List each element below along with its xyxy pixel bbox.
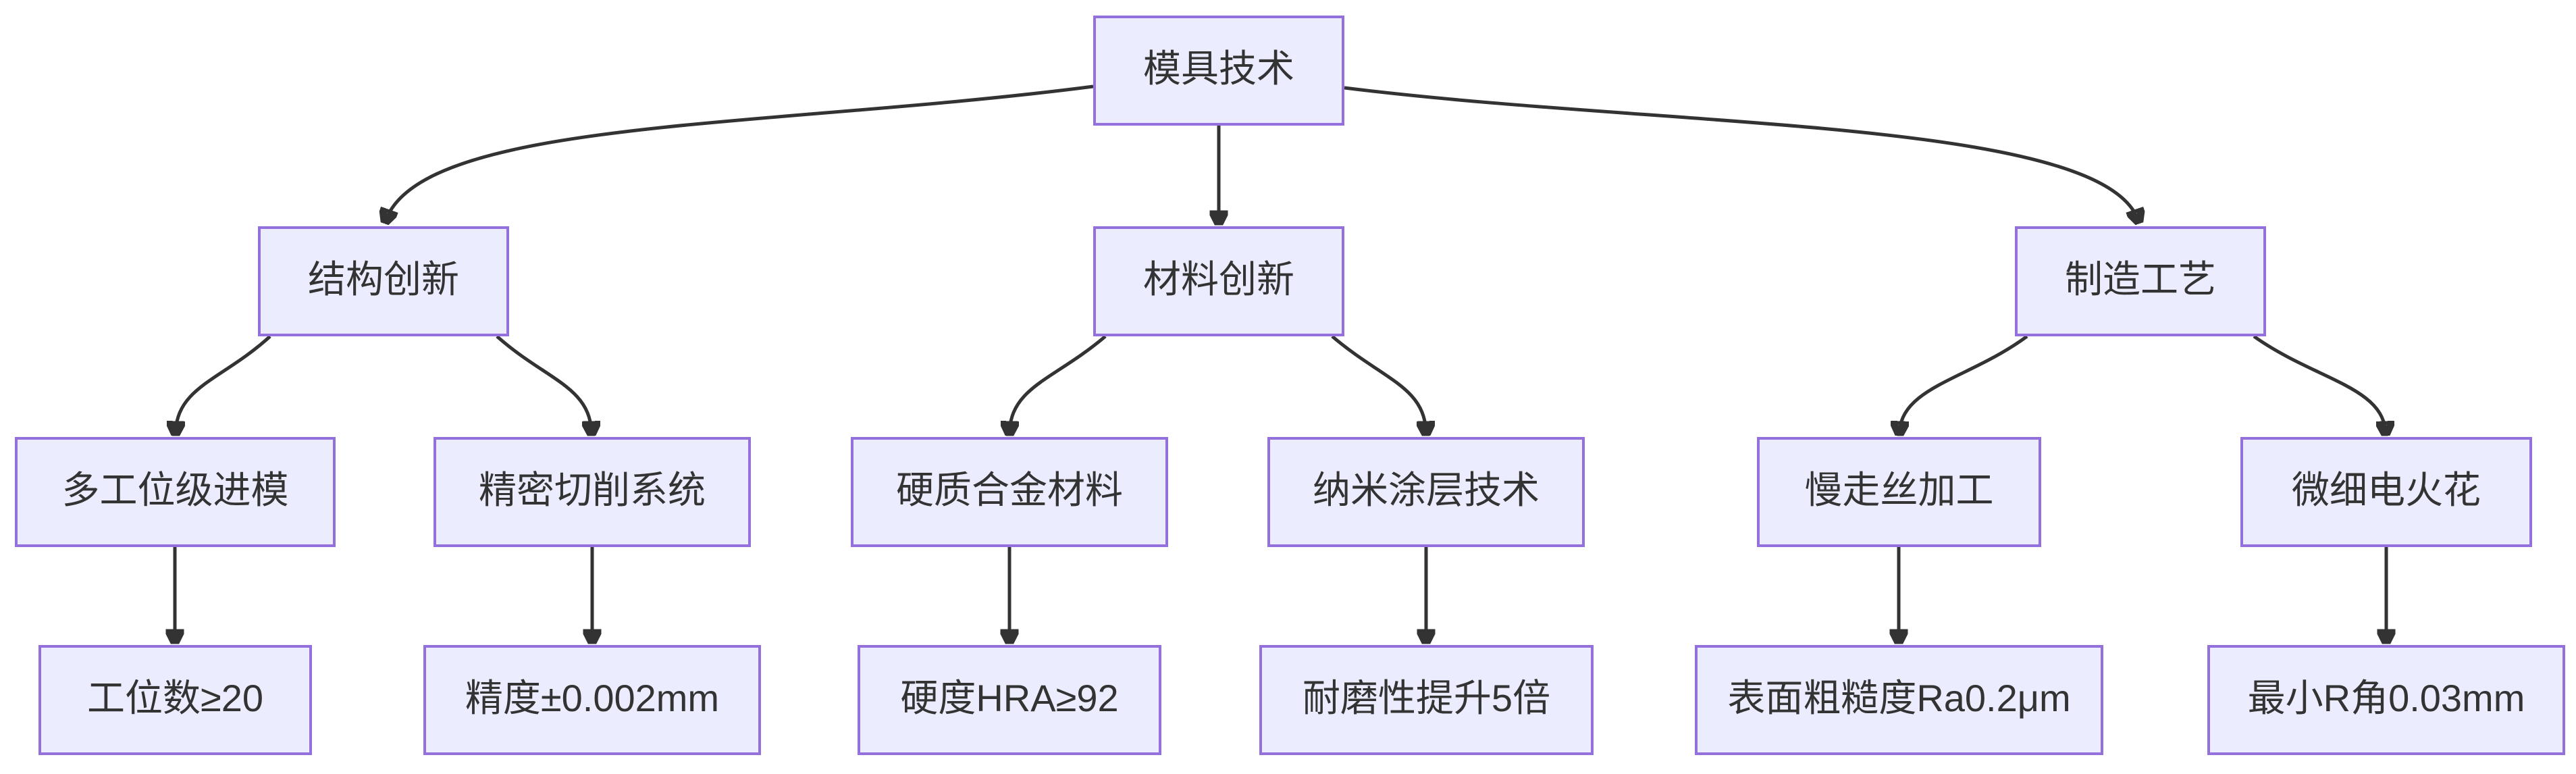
node-precision-cutting: 精密切削系统	[433, 437, 751, 547]
edge-root-structure	[386, 84, 1094, 221]
edge-root-manufacturing	[1344, 86, 2138, 221]
node-manufacturing-process: 制造工艺	[2015, 226, 2266, 336]
node-mold-tech: 模具技术	[1093, 16, 1344, 126]
edge-structure-multistation	[176, 335, 271, 433]
node-min-radius-spec: 最小R角0.03mm	[2207, 645, 2565, 755]
edge-material-nanocoating	[1331, 335, 1426, 433]
node-roughness-spec: 表面粗糙度Ra0.2μm	[1695, 645, 2103, 755]
node-nano-coating: 纳米涂层技术	[1267, 437, 1585, 547]
edge-manufacturing-microedm	[2253, 334, 2386, 433]
node-station-count-spec: 工位数≥20	[38, 645, 312, 755]
node-slow-wire-edm: 慢走丝加工	[1757, 437, 2041, 547]
node-structure-innovation: 结构创新	[258, 226, 509, 336]
node-hardness-spec: 硬度HRA≥92	[858, 645, 1161, 755]
node-micro-edm: 微细电火花	[2240, 437, 2532, 547]
node-material-innovation: 材料创新	[1093, 226, 1344, 336]
node-precision-spec: 精度±0.002mm	[423, 645, 761, 755]
edge-manufacturing-slowwire	[1899, 334, 2028, 433]
node-wear-spec: 耐磨性提升5倍	[1259, 645, 1594, 755]
node-carbide-material: 硬质合金材料	[851, 437, 1168, 547]
node-multi-station-die: 多工位级进模	[15, 437, 336, 547]
edge-material-carbide	[1009, 335, 1107, 433]
edge-structure-precisioncut	[496, 335, 592, 433]
